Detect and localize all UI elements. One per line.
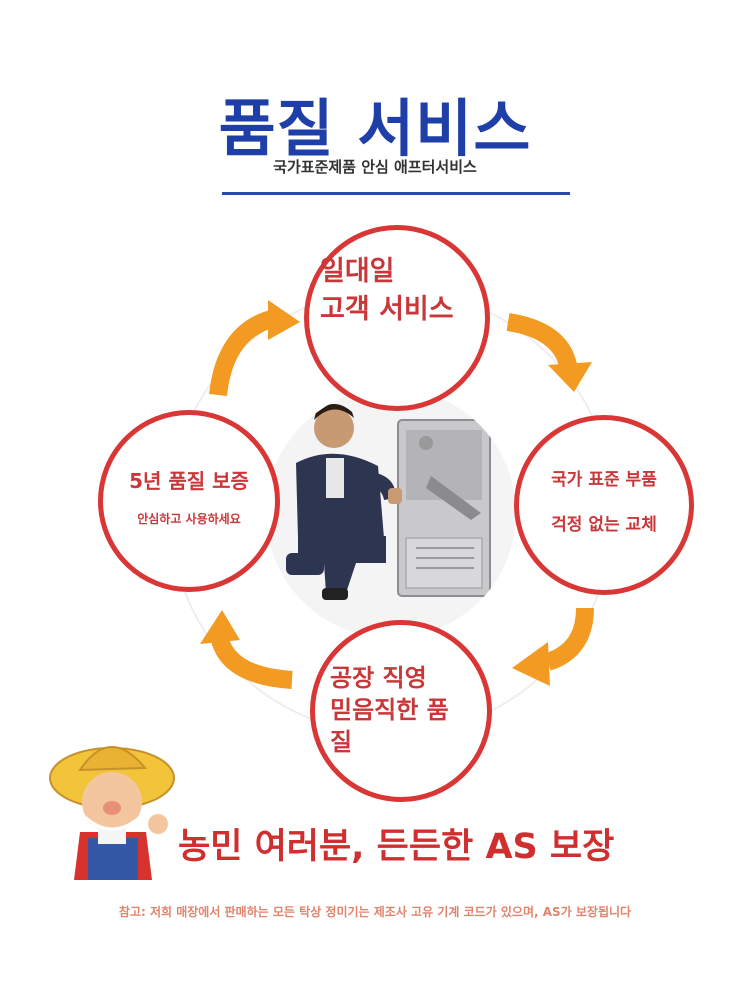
- service-circle-top: [304, 225, 490, 411]
- circle-bottom-line2: 믿음직한 품: [330, 696, 449, 724]
- footer-note: 참고: 저희 매장에서 판매하는 모든 탁상 정미기는 제조사 고유 기계 코드…: [118, 905, 632, 919]
- arrow-top-right-icon: [506, 313, 592, 392]
- product-photo: [266, 388, 516, 638]
- circle-right-line1: 국가 표준 부품: [551, 470, 657, 490]
- arrow-bottom-right-icon: [512, 607, 594, 686]
- circle-bottom-line1: 공장 직영: [330, 664, 427, 692]
- circle-left-line2: 안심하고 사용하세요: [137, 512, 241, 526]
- service-circle-bottom: [310, 620, 492, 802]
- circle-left-line1: 5년 품질 보증: [129, 469, 249, 493]
- circle-top-text: 일대일 고객 서비스: [320, 253, 454, 329]
- circle-right-text: 국가 표준 부품 걱정 없는 교체: [514, 465, 694, 535]
- circle-top-line2: 고객 서비스: [320, 294, 454, 325]
- page-title: 품질 서비스: [218, 92, 532, 165]
- title-divider: [222, 192, 570, 195]
- circle-bottom-text: 공장 직영 믿음직한 품 질: [330, 662, 449, 758]
- service-circle-left: [98, 410, 280, 592]
- arrow-top-left-icon: [209, 300, 300, 397]
- circle-right-line2: 걱정 없는 교체: [551, 515, 657, 535]
- circle-bottom-line3: 질: [330, 728, 353, 756]
- service-circle-right: [514, 415, 694, 595]
- worker-head: [314, 408, 354, 448]
- slogan: 농민 여러분, 든든한 AS 보장: [178, 827, 615, 867]
- circle-top-line1: 일대일: [320, 256, 395, 287]
- arrow-bottom-left-icon: [200, 610, 293, 689]
- page-subtitle: 국가표준제품 안심 애프터서비스: [273, 158, 477, 176]
- farmer-mascot-icon: [49, 746, 175, 880]
- circle-left-text: 5년 품질 보증 안심하고 사용하세요: [98, 465, 280, 527]
